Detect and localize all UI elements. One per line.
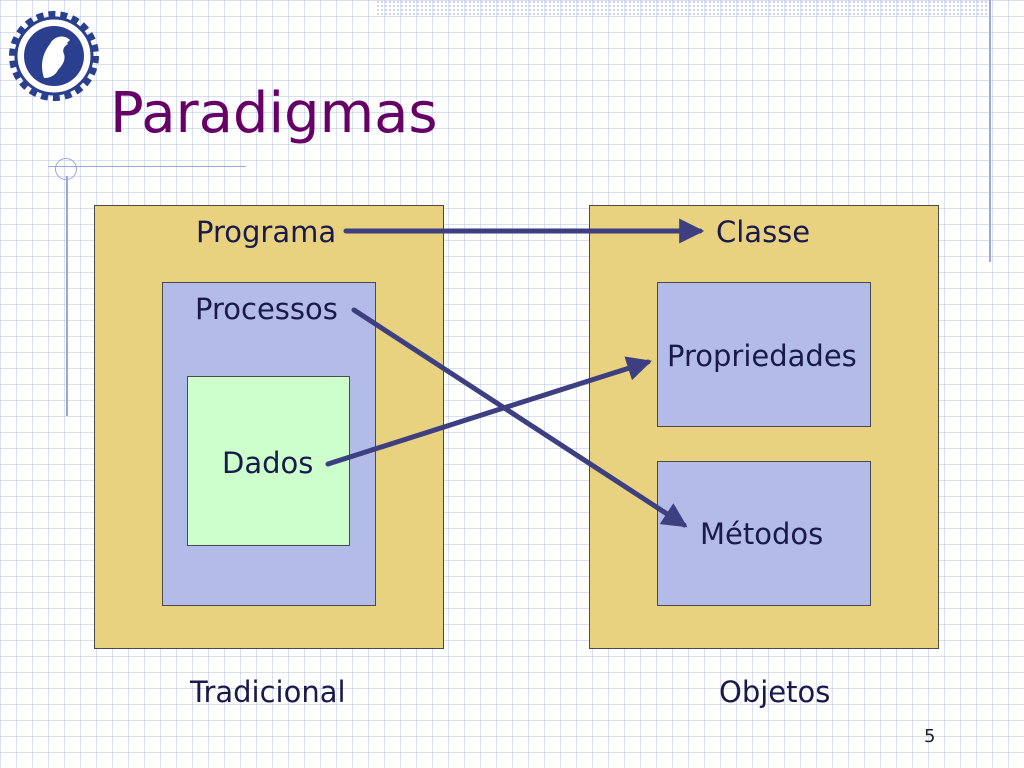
- slide-title: Paradigmas: [110, 81, 438, 146]
- propriedades-box: [657, 282, 871, 427]
- crosshair-decor: [55, 158, 77, 180]
- gear-emblem-icon: [9, 11, 99, 101]
- metodos-box: [657, 461, 871, 606]
- programa-label: Programa: [196, 215, 337, 249]
- top-decor-band: [376, 0, 992, 16]
- tradicional-caption: Tradicional: [190, 675, 346, 709]
- page-number: 5: [924, 726, 936, 747]
- title-underline: [48, 166, 246, 167]
- dados-label: Dados: [222, 446, 314, 480]
- processos-label: Processos: [195, 292, 338, 326]
- left-decor-line: [66, 176, 68, 416]
- propriedades-label: Propriedades: [667, 339, 857, 373]
- metodos-label: Métodos: [700, 517, 824, 551]
- dados-box: [187, 376, 350, 546]
- objetos-caption: Objetos: [719, 675, 831, 709]
- classe-label: Classe: [716, 215, 811, 249]
- right-decor-line: [989, 0, 991, 262]
